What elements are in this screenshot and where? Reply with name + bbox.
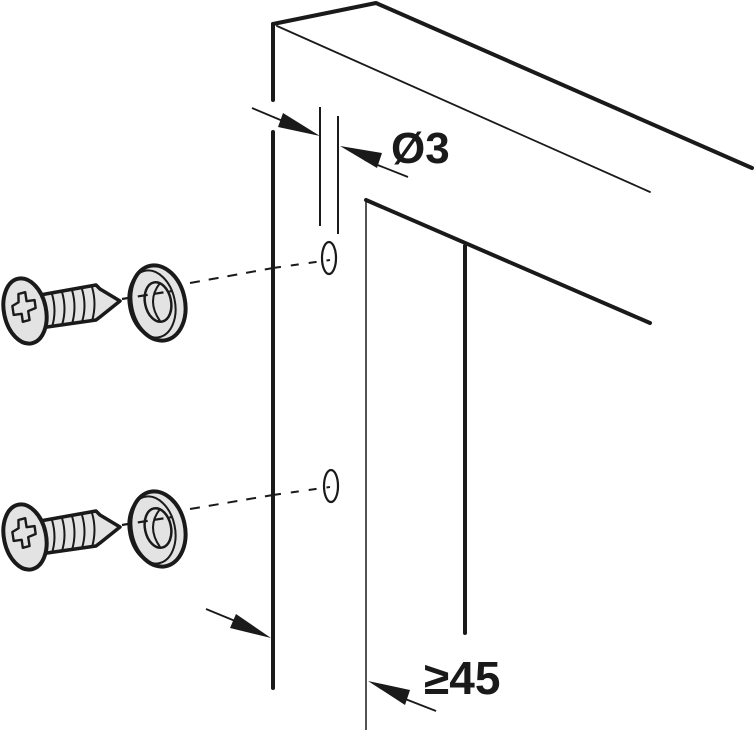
axis-line: [272, 486, 331, 496]
arrow-icon: [368, 681, 410, 705]
fastener-set-upper: [0, 240, 338, 350]
pilot-hole-lower: [322, 468, 340, 504]
hole-diameter-label: Ø3: [391, 124, 450, 173]
arrow-icon: [230, 614, 271, 638]
arrow-icon: [278, 113, 320, 136]
frame-profile: [271, 1, 754, 730]
fastener-set-lower: [0, 468, 340, 576]
min-distance-label: ≥45: [424, 652, 500, 704]
pilot-hole-upper: [320, 240, 338, 276]
min-distance-dimension: ≥45: [205, 608, 500, 712]
axis-line: [189, 267, 274, 284]
axis-line: [189, 494, 274, 510]
arrow-icon: [340, 146, 382, 168]
hole-diameter-dimension: Ø3: [251, 107, 450, 234]
